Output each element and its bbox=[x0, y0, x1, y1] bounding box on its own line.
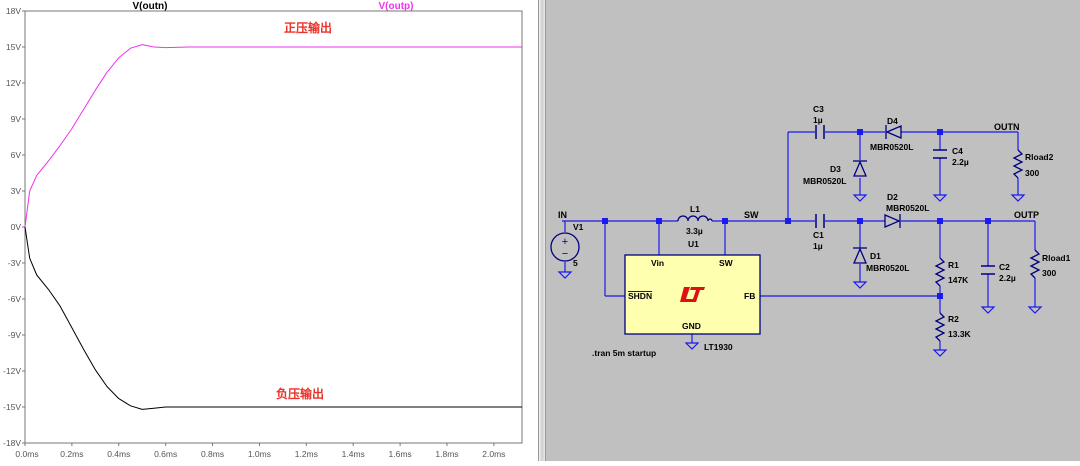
x-tick-label: 0.0ms bbox=[15, 449, 38, 459]
c1-value: 1µ bbox=[813, 241, 823, 251]
pin-fb-label: FB bbox=[744, 291, 755, 301]
rload1-value: 300 bbox=[1042, 268, 1056, 278]
y-tick-label: 0V bbox=[11, 222, 22, 232]
trace-label-outp[interactable]: V(outp) bbox=[379, 1, 414, 12]
schematic-pane[interactable]: + − V1 5 L1 3.3µ U1 Vin SW SHDN FB GND bbox=[546, 0, 1080, 461]
y-tick-label: -18V bbox=[3, 438, 21, 448]
y-tick-label: 18V bbox=[6, 6, 21, 16]
x-tick-label: 1.2ms bbox=[295, 449, 318, 459]
x-tick-label: 0.2ms bbox=[60, 449, 83, 459]
y-tick-label: -12V bbox=[3, 366, 21, 376]
c2-value: 2.2µ bbox=[999, 273, 1016, 283]
resistor-r1[interactable] bbox=[934, 257, 946, 287]
net-label-outn: OUTN bbox=[994, 122, 1020, 132]
r2-ref: R2 bbox=[948, 314, 959, 324]
schematic-canvas[interactable]: + − V1 5 L1 3.3µ U1 Vin SW SHDN FB GND bbox=[546, 0, 1080, 461]
pin-vin-label: Vin bbox=[651, 258, 664, 268]
lt-logo-icon bbox=[680, 287, 705, 302]
diode-d1[interactable] bbox=[853, 247, 867, 264]
x-tick-label: 0.6ms bbox=[154, 449, 177, 459]
c3-value: 1µ bbox=[813, 115, 823, 125]
waveform-chart[interactable]: V(outn) V(outp) 18V 15V 12V 9V 6V 3V 0V -3V -6V -… bbox=[0, 0, 540, 461]
y-tick-label: -6V bbox=[8, 294, 22, 304]
annotation-negative-output: 负压输出 bbox=[276, 386, 324, 401]
capacitor-c2[interactable] bbox=[981, 265, 995, 275]
y-tick-label: 15V bbox=[6, 42, 21, 52]
d4-ref: D4 bbox=[887, 116, 898, 126]
d4-value: MBR0520L bbox=[870, 142, 913, 152]
l1-ref: L1 bbox=[690, 204, 700, 214]
x-tick-label: 0.8ms bbox=[201, 449, 224, 459]
v1-value: 5 bbox=[573, 258, 578, 268]
capacitor-c1[interactable] bbox=[815, 214, 825, 228]
y-tick-label: 12V bbox=[6, 78, 21, 88]
y-tick-label: 9V bbox=[11, 114, 22, 124]
y-tick-label: 6V bbox=[11, 150, 22, 160]
rload1-ref: Rload1 bbox=[1042, 253, 1071, 263]
d2-value: MBR0520L bbox=[886, 203, 929, 213]
d2-ref: D2 bbox=[887, 192, 898, 202]
pane-splitter[interactable] bbox=[538, 0, 546, 461]
u1-ref: U1 bbox=[688, 239, 699, 249]
net-label-sw: SW bbox=[744, 210, 759, 220]
annotation-positive-output: 正压输出 bbox=[284, 20, 332, 35]
x-tick-label: 1.8ms bbox=[435, 449, 458, 459]
ground-symbols bbox=[557, 194, 1043, 357]
diode-d3[interactable] bbox=[853, 160, 867, 177]
v1-ref: V1 bbox=[573, 222, 584, 232]
resistor-r2[interactable] bbox=[934, 312, 946, 342]
pin-gnd-label: GND bbox=[682, 321, 701, 331]
d3-value: MBR0520L bbox=[803, 176, 846, 186]
diode-d2[interactable] bbox=[884, 214, 901, 228]
rload2-ref: Rload2 bbox=[1025, 152, 1054, 162]
resistor-rload1[interactable] bbox=[1029, 249, 1041, 279]
y-tick-label: -9V bbox=[8, 330, 22, 340]
x-tick-label: 1.4ms bbox=[342, 449, 365, 459]
c4-value: 2.2µ bbox=[952, 157, 969, 167]
r1-ref: R1 bbox=[948, 260, 959, 270]
plot-frame bbox=[24, 10, 523, 444]
u1-part: LT1930 bbox=[704, 342, 733, 352]
r1-value: 147K bbox=[948, 275, 969, 285]
svg-text:+: + bbox=[562, 236, 568, 248]
d1-ref: D1 bbox=[870, 251, 881, 261]
c4-ref: C4 bbox=[952, 146, 963, 156]
capacitor-c3[interactable] bbox=[815, 125, 825, 139]
d1-value: MBR0520L bbox=[866, 263, 909, 273]
pin-sw-label: SW bbox=[719, 258, 734, 268]
x-tick-label: 0.4ms bbox=[107, 449, 130, 459]
trace-voutn[interactable] bbox=[24, 226, 522, 410]
voltage-source-v1[interactable]: + − bbox=[550, 232, 580, 262]
c1-ref: C1 bbox=[813, 230, 824, 240]
trace-voutp[interactable] bbox=[24, 44, 522, 228]
pin-shdn-label: SHDN bbox=[628, 291, 652, 301]
d3-ref: D3 bbox=[830, 164, 841, 174]
x-tick-label: 1.0ms bbox=[248, 449, 271, 459]
spice-directive[interactable]: .tran 5m startup bbox=[592, 348, 656, 358]
ic-u1-body[interactable] bbox=[624, 254, 761, 335]
r2-value: 13.3K bbox=[948, 329, 972, 339]
x-tick-label: 1.6ms bbox=[389, 449, 412, 459]
l1-value: 3.3µ bbox=[686, 226, 703, 236]
diode-d4[interactable] bbox=[885, 125, 902, 139]
net-label-in: IN bbox=[558, 210, 567, 220]
trace-label-outn[interactable]: V(outn) bbox=[133, 1, 168, 12]
net-label-outp: OUTP bbox=[1014, 210, 1039, 220]
capacitor-c4[interactable] bbox=[933, 149, 947, 159]
schematic-wires bbox=[562, 131, 1036, 350]
waveform-plot-pane[interactable]: V(outn) V(outp) 18V 15V 12V 9V 6V 3V 0V -3V -6V -… bbox=[0, 0, 540, 461]
inductor-l1[interactable] bbox=[677, 215, 713, 222]
rload2-value: 300 bbox=[1025, 168, 1039, 178]
x-tick-label: 2.0ms bbox=[482, 449, 505, 459]
y-tick-label: -15V bbox=[3, 402, 21, 412]
y-tick-label: 3V bbox=[11, 186, 22, 196]
y-tick-label: -3V bbox=[8, 258, 22, 268]
junction-dots bbox=[602, 129, 991, 299]
c3-ref: C3 bbox=[813, 104, 824, 114]
resistor-rload2[interactable] bbox=[1012, 149, 1024, 179]
c2-ref: C2 bbox=[999, 262, 1010, 272]
svg-text:−: − bbox=[562, 248, 568, 260]
